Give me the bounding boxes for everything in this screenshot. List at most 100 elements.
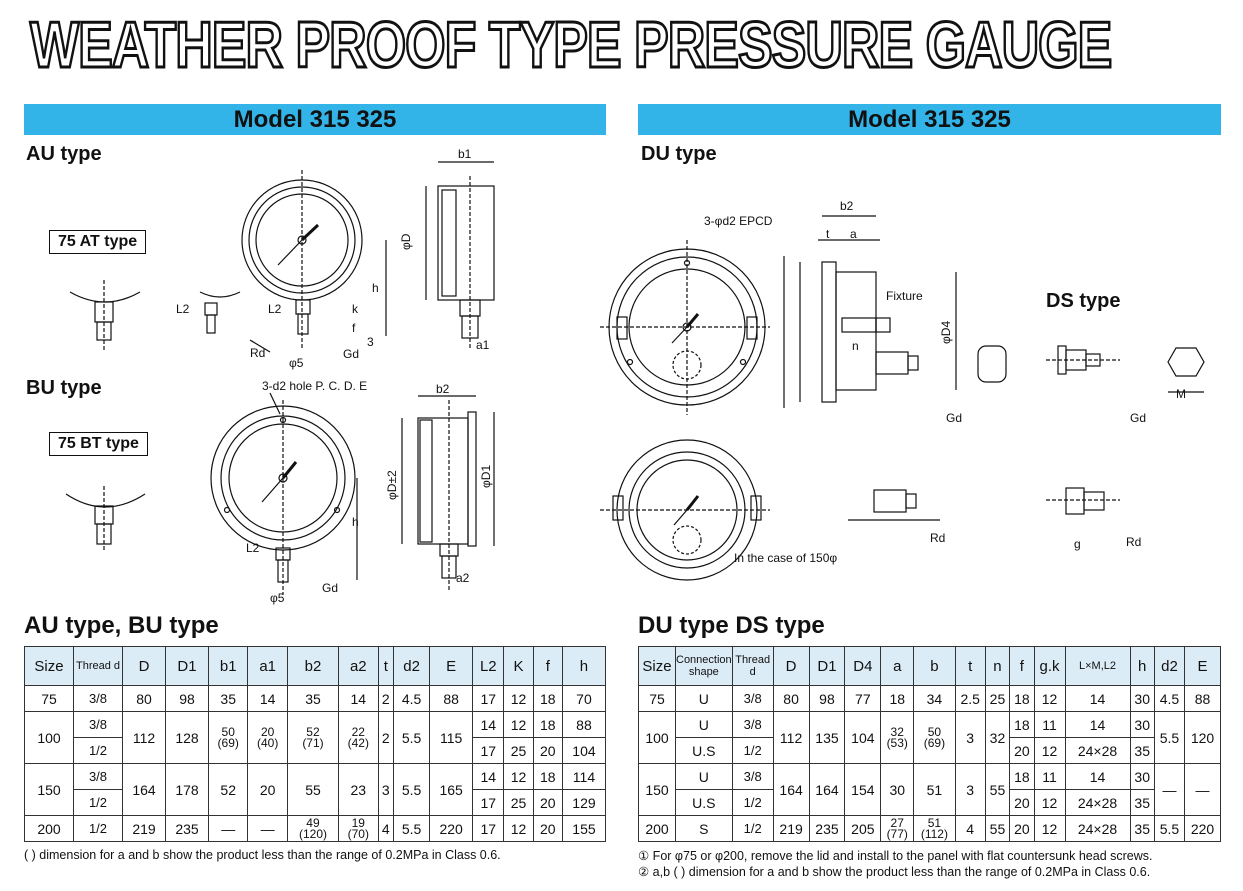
- cell: 12: [503, 815, 534, 842]
- label-a: a: [850, 227, 857, 241]
- left-model-header: Model 315 325: [24, 104, 606, 135]
- cell: 12: [1033, 789, 1066, 816]
- cell: 98: [165, 685, 209, 712]
- cell: 98: [808, 685, 846, 712]
- table-row: 100 U 3/8 112 135 104 32(53) 50(69) 3 32…: [638, 711, 1221, 764]
- cell: U.S: [675, 789, 733, 816]
- cell: 35: [1129, 789, 1155, 816]
- cell: 1/2: [731, 737, 774, 764]
- cell: 219: [772, 815, 810, 842]
- table-row: 200 1/2 219 235 — — 49(120) 19(70) 4 5.5…: [24, 815, 607, 842]
- cell: 129: [561, 789, 607, 816]
- du-150-front: [600, 439, 770, 581]
- cell: 100: [24, 711, 74, 764]
- cell: 3/8: [73, 711, 123, 738]
- cell: 30: [1129, 685, 1155, 712]
- cell: 12: [503, 711, 534, 738]
- label-t: t: [826, 227, 830, 241]
- label-gd: Gd: [343, 347, 359, 361]
- table-row: 150 U 3/8 164 164 154 30 51 3 55 18 11 1…: [638, 763, 1221, 816]
- cell: 1/2: [731, 815, 774, 842]
- cell: 18: [1009, 711, 1035, 738]
- cell: 49(120): [286, 815, 340, 842]
- label-l2-bu: L2: [246, 541, 260, 555]
- left-table-title: AU type, BU type: [24, 612, 219, 639]
- label-f: f: [352, 321, 356, 335]
- cell: 128: [165, 711, 209, 764]
- cell: 20: [1009, 789, 1035, 816]
- col-a2: a2: [338, 646, 379, 686]
- col-connection-shape: Connection shape: [675, 646, 733, 686]
- cell: 30: [1129, 711, 1155, 738]
- cell: 4: [954, 815, 986, 842]
- cell: 30: [880, 763, 915, 816]
- col-d2: d2: [1153, 646, 1186, 686]
- cell: 80: [772, 685, 810, 712]
- du-ds-spec-table: Size Connection shape Thread d D D1 D4 a…: [638, 646, 1221, 842]
- col-gk: g.k: [1033, 646, 1066, 686]
- col-a: a: [880, 646, 915, 686]
- col-b1: b1: [207, 646, 249, 686]
- cell: 112: [122, 711, 166, 764]
- cell: 178: [165, 763, 209, 816]
- cell: 150: [24, 763, 74, 816]
- cell: 17: [472, 737, 505, 764]
- label-gd-du: Gd: [946, 411, 962, 425]
- bu-gauge-side: [356, 395, 495, 590]
- col-f: f: [1009, 646, 1035, 686]
- cell: 88: [429, 685, 474, 712]
- col-f: f: [532, 646, 563, 686]
- label-rd-ds: Rd: [1126, 535, 1141, 549]
- cell: 114: [561, 763, 607, 790]
- label-l2-b: L2: [268, 302, 282, 316]
- cell: —: [1184, 763, 1221, 816]
- au-bu-spec-table: Size Thread d D D1 b1 a1 b2 a2 t d2 E L2…: [24, 646, 607, 842]
- cell: 51(112): [913, 815, 956, 842]
- col-k: K: [503, 646, 534, 686]
- cell: 1/2: [73, 737, 123, 764]
- cell: 135: [808, 711, 846, 764]
- label-phid: φD: [399, 233, 413, 250]
- cell: 5.5: [393, 711, 431, 764]
- label-du-pcd: 3-φd2 EPCD: [704, 214, 773, 228]
- cell: 3/8: [731, 711, 774, 738]
- cell: 20(40): [247, 711, 288, 764]
- col-t: t: [377, 646, 395, 686]
- cell: 14: [1064, 685, 1131, 712]
- cell: U: [675, 685, 733, 712]
- page-title: WEATHER PROOF TYPE PRESSURE GAUGE: [29, 8, 1114, 84]
- table-row: 75 U 3/8 80 98 77 18 34 2.5 25 18 12 14 …: [638, 685, 1221, 712]
- cell: 52: [207, 763, 249, 816]
- cell: 3/8: [731, 763, 774, 790]
- table-row: 150 3/8 164 178 52 20 55 23 3 5.5 165 14…: [24, 763, 607, 816]
- cell: 4: [377, 815, 395, 842]
- cell: 3/8: [73, 763, 123, 790]
- cell: 2.5: [954, 685, 986, 712]
- label-3: 3: [367, 335, 374, 349]
- col-lxm: L×M,L2: [1064, 646, 1131, 686]
- cell: 18: [532, 685, 563, 712]
- cell: 24×28: [1064, 789, 1131, 816]
- cell: 3: [954, 711, 986, 764]
- bt-pipe-curve: [65, 493, 146, 508]
- au-gauge-side: [385, 161, 495, 350]
- cell: 12: [1033, 685, 1066, 712]
- col-a1: a1: [247, 646, 288, 686]
- label-pcd: 3-d2 hole P. C. D. E: [262, 379, 367, 393]
- cell: 150: [638, 763, 676, 816]
- label-gd-ds: Gd: [1130, 411, 1146, 425]
- cell: 235: [165, 815, 209, 842]
- col-h: h: [561, 646, 607, 686]
- du-gauge-side: [783, 215, 957, 408]
- at-pipe-curve: [69, 291, 141, 303]
- cell: 5.5: [1153, 815, 1186, 842]
- cell: 164: [808, 763, 846, 816]
- cell: 25: [984, 685, 1011, 712]
- col-thread: Thread d: [731, 646, 774, 686]
- cell: 5.5: [393, 763, 431, 816]
- du-gauge-front: [600, 240, 770, 415]
- cell: 100: [638, 711, 676, 764]
- cell: 5.5: [1153, 711, 1186, 764]
- cell: 20: [532, 737, 563, 764]
- label-fixture: Fixture: [886, 289, 923, 303]
